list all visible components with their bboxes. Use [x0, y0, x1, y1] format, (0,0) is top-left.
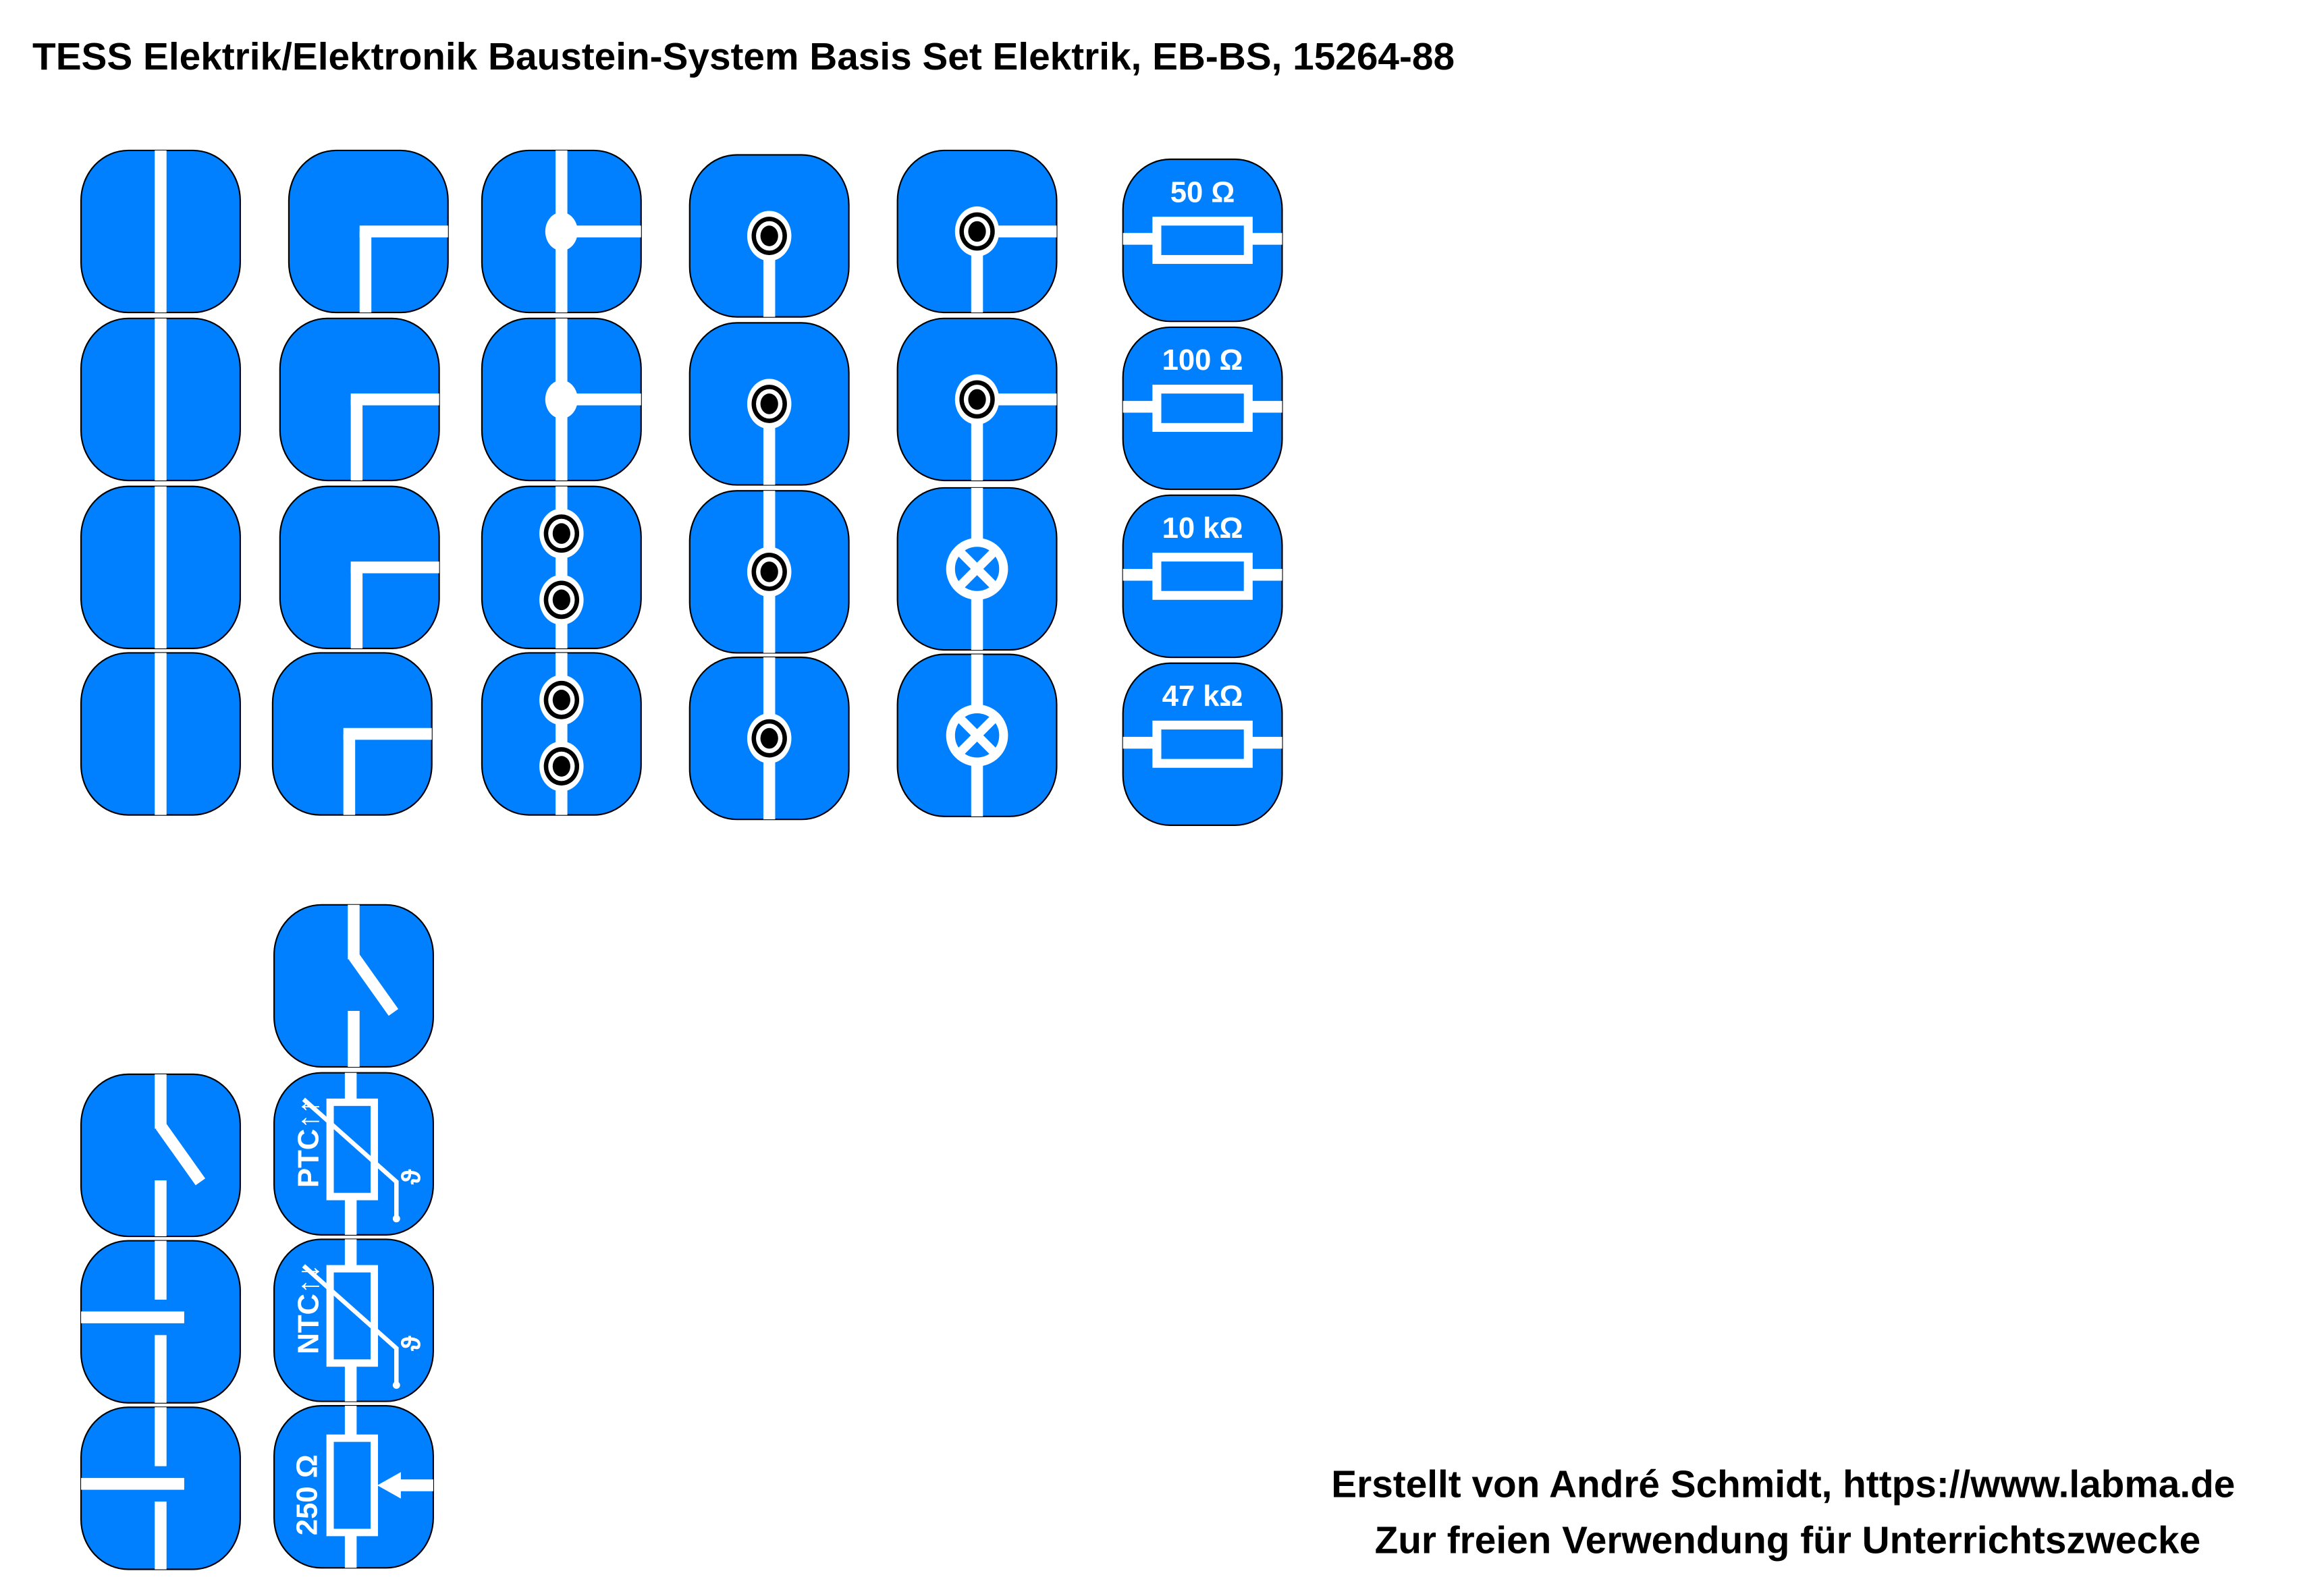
capacitor-tile[interactable] [80, 1240, 241, 1404]
socket-through-tile[interactable] [688, 656, 850, 821]
resistor-icon [1152, 385, 1253, 432]
socket-tile[interactable] [688, 322, 850, 486]
socket-icon [954, 206, 1000, 257]
socket-icon [747, 211, 792, 261]
straight-conductor-tile[interactable] [80, 317, 241, 482]
resistor-tile[interactable]: 10 kΩ [1122, 494, 1283, 659]
straight-conductor-tile[interactable] [80, 652, 241, 816]
potentiometer-value: 250 Ω [290, 1454, 323, 1535]
potentiometer-icon [326, 1434, 379, 1537]
temperature-symbol: ϑ [396, 1336, 426, 1351]
socket-icon [747, 713, 792, 764]
resistor-value: 100 Ω [1162, 343, 1243, 377]
lamp-icon [946, 704, 1008, 767]
ntc-thermistor-tile[interactable]: NTC↑↓ ϑ [273, 1238, 434, 1402]
straight-conductor-tile[interactable] [80, 149, 241, 314]
ptc-thermistor-tile[interactable]: PTC↑↑ ϑ [273, 1072, 434, 1236]
capacitor-tile[interactable] [80, 1406, 241, 1570]
socket-icon [539, 508, 584, 559]
socket-icon [747, 547, 792, 597]
footer-license: Zur freien Verwendung für Unterrichtszwe… [1375, 1519, 2201, 1562]
corner-conductor-tile[interactable] [271, 652, 433, 816]
footer-credit: Erstellt von André Schmidt, https://www.… [1331, 1463, 2235, 1506]
resistor-tile[interactable]: 50 Ω [1122, 158, 1283, 323]
lamp-tile[interactable] [896, 487, 1058, 651]
straight-conductor-tile[interactable] [80, 485, 241, 649]
double-socket-tile[interactable] [481, 485, 642, 649]
corner-conductor-tile[interactable] [279, 317, 440, 482]
t-junction-tile[interactable] [481, 149, 642, 314]
ptc-label: PTC↑↑ [292, 1099, 325, 1188]
switch-tile[interactable] [80, 1073, 241, 1238]
socket-icon [747, 379, 792, 429]
switch-lever [155, 1122, 206, 1186]
temperature-symbol: ϑ [396, 1170, 426, 1185]
resistor-value: 10 kΩ [1162, 512, 1243, 545]
socket-through-tile[interactable] [688, 490, 850, 654]
socket-icon [539, 574, 584, 625]
arrow-icon [377, 1472, 401, 1499]
switch-tile[interactable] [273, 904, 434, 1068]
socket-corner-tile[interactable] [896, 149, 1058, 314]
capacitor-plate [81, 1311, 184, 1323]
socket-icon [539, 675, 584, 725]
lamp-tile[interactable] [896, 653, 1058, 817]
resistor-tile[interactable]: 100 Ω [1122, 326, 1283, 491]
switch-lever [348, 953, 399, 1016]
resistor-value: 47 kΩ [1162, 680, 1243, 713]
page-title: TESS Elektrik/Elektronik Baustein-System… [32, 36, 1455, 78]
potentiometer-tile[interactable]: 250 Ω [273, 1405, 434, 1569]
junction-dot [545, 380, 578, 419]
resistor-icon [1152, 720, 1253, 768]
thermistor-icon [326, 1265, 379, 1367]
socket-icon [954, 374, 1000, 425]
ntc-label: NTC↑↓ [292, 1264, 325, 1354]
socket-corner-tile[interactable] [896, 317, 1058, 482]
socket-icon [539, 741, 584, 792]
lamp-icon [946, 538, 1008, 600]
socket-tile[interactable] [688, 154, 850, 318]
resistor-tile[interactable]: 47 kΩ [1122, 662, 1283, 826]
junction-dot [545, 212, 578, 251]
t-junction-tile[interactable] [481, 317, 642, 482]
capacitor-plate [81, 1478, 184, 1490]
corner-conductor-tile[interactable] [279, 485, 440, 649]
resistor-icon [1152, 552, 1253, 600]
double-socket-tile[interactable] [481, 652, 642, 816]
resistor-icon [1152, 217, 1253, 265]
resistor-value: 50 Ω [1170, 175, 1235, 209]
thermistor-icon [326, 1098, 379, 1201]
corner-conductor-tile[interactable] [288, 149, 449, 314]
